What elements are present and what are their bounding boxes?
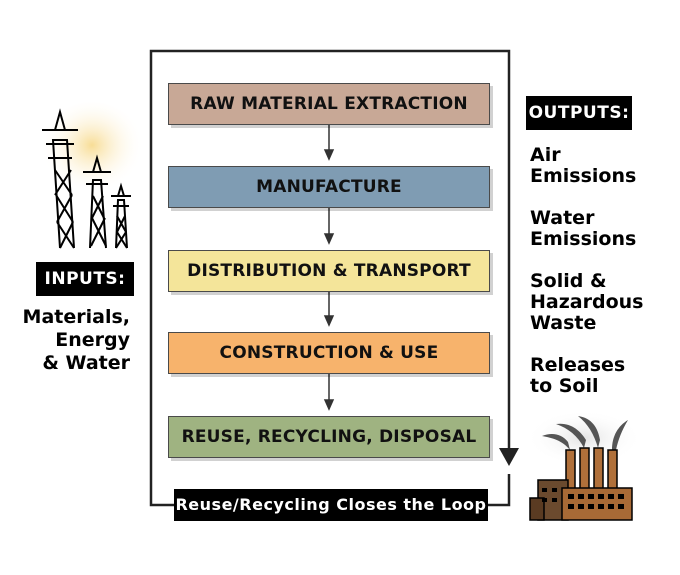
stage-construction-use: CONSTRUCTION & USE (168, 332, 490, 374)
output-solid-hazardous-waste: Solid & Hazardous Waste (530, 270, 644, 334)
stage-raw-material-extraction: RAW MATERIAL EXTRACTION (168, 83, 490, 125)
outputs-heading: OUTPUTS: (526, 96, 632, 130)
loop-label: Reuse/Recycling Closes the Loop (174, 489, 488, 521)
stage-label: DISTRIBUTION & TRANSPORT (187, 261, 471, 281)
inputs-heading: INPUTS: (36, 262, 134, 296)
inputs-text: Materials, Energy & Water (22, 306, 130, 374)
flow-arrows (323, 125, 335, 411)
stage-label: CONSTRUCTION & USE (219, 343, 439, 363)
stage-label: RAW MATERIAL EXTRACTION (190, 94, 468, 114)
power-tower-icon (40, 102, 144, 249)
stage-reuse-recycling-disposal: REUSE, RECYCLING, DISPOSAL (168, 416, 490, 458)
stage-label: MANUFACTURE (256, 177, 402, 197)
output-air-emissions: Air Emissions (530, 144, 637, 187)
stage-distribution-transport: DISTRIBUTION & TRANSPORT (168, 250, 490, 292)
factory-icon (526, 410, 642, 521)
output-water-emissions: Water Emissions (530, 207, 637, 250)
stage-manufacture: MANUFACTURE (168, 166, 490, 208)
output-releases-to-soil: Releases to Soil (530, 354, 626, 397)
stage-label: REUSE, RECYCLING, DISPOSAL (181, 427, 477, 447)
